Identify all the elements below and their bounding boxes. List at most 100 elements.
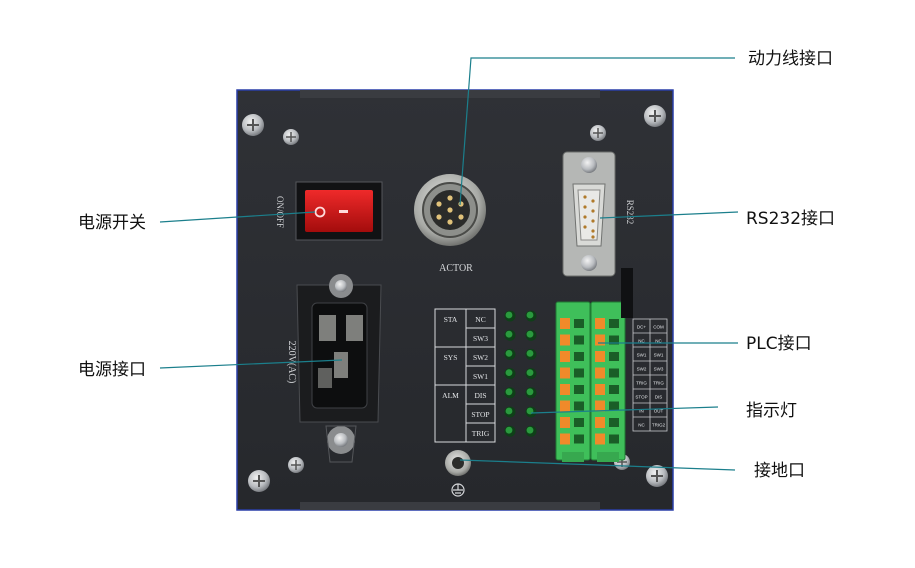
terminal-label: DIS xyxy=(655,395,663,400)
terminal-wire-hole xyxy=(574,352,584,361)
terminal-block-foot xyxy=(562,452,584,462)
indicator-led-glow xyxy=(526,388,534,396)
terminal-release-tab[interactable] xyxy=(560,318,570,329)
terminal-release-tab[interactable] xyxy=(595,384,605,395)
terminal-wire-hole xyxy=(574,368,584,378)
terminal-label: TRIG xyxy=(636,381,647,386)
callout-actuator-port: 动力线接口 xyxy=(748,49,833,69)
indicator-led-glow xyxy=(505,369,513,376)
terminal-release-tab[interactable] xyxy=(560,433,570,445)
indicator-label: STOP xyxy=(471,410,489,419)
indicator-label: NC xyxy=(475,315,485,324)
terminal-release-tab[interactable] xyxy=(595,367,605,379)
screw-icon xyxy=(590,125,606,141)
rs232-label: RS232 xyxy=(625,200,635,225)
terminal-release-tab[interactable] xyxy=(595,351,605,362)
terminal-release-tab[interactable] xyxy=(595,433,605,445)
indicator-label: STA xyxy=(444,315,458,324)
ground-stud[interactable] xyxy=(445,450,471,476)
indicator-led-glow xyxy=(505,350,513,357)
terminal-wire-hole xyxy=(609,401,619,411)
terminal-release-tab[interactable] xyxy=(595,417,605,428)
terminal-release-tab[interactable] xyxy=(595,334,605,346)
terminal-label: NC xyxy=(655,339,662,344)
table-frame xyxy=(434,308,496,443)
terminal-wire-hole xyxy=(609,368,619,378)
indicator-label: DIS xyxy=(474,391,486,400)
indicator-led-glow xyxy=(526,330,534,338)
indicator-label: SW1 xyxy=(473,372,488,381)
terminal-release-tab[interactable] xyxy=(560,367,570,379)
indicator-led-glow xyxy=(526,311,534,319)
ground-symbol-icon xyxy=(451,483,465,497)
connector-label: ACTOR xyxy=(439,263,473,274)
on-symbol-icon xyxy=(339,210,348,213)
screw-icon xyxy=(644,105,666,127)
terminal-label: DC+ xyxy=(637,325,646,330)
plc-terminal-block[interactable] xyxy=(555,301,626,462)
terminal-release-tab[interactable] xyxy=(560,384,570,395)
terminal-wire-hole xyxy=(574,335,584,345)
indicator-led-glow xyxy=(526,350,534,357)
terminal-release-tab[interactable] xyxy=(595,318,605,329)
terminal-release-tab[interactable] xyxy=(560,417,570,428)
terminal-label: NC xyxy=(638,423,645,428)
terminal-label: SW2 xyxy=(637,367,647,372)
terminal-wire-hole xyxy=(574,418,584,427)
screw-icon xyxy=(283,129,299,145)
indicator-led-grid xyxy=(504,310,537,437)
terminal-release-tab[interactable] xyxy=(595,400,605,412)
terminal-wire-hole xyxy=(574,401,584,411)
indicator-label: TRIG xyxy=(472,429,490,438)
terminal-release-tab[interactable] xyxy=(560,351,570,362)
callout-plc-port: PLC接口 xyxy=(746,334,812,354)
terminal-wire-hole xyxy=(609,352,619,361)
indicator-led-glow xyxy=(505,388,513,396)
indicator-led-glow xyxy=(526,426,534,434)
terminal-release-tab[interactable] xyxy=(560,400,570,412)
terminal-wire-hole xyxy=(609,385,619,394)
terminal-label: SW1 xyxy=(654,353,664,358)
panel-top-edge xyxy=(300,90,600,98)
callout-indicators: 指示灯 xyxy=(746,401,797,421)
indicator-label: SW2 xyxy=(473,353,488,362)
off-symbol-icon xyxy=(314,206,326,218)
terminal-label: COM xyxy=(653,325,664,330)
switch-label: ON/OFF xyxy=(275,196,285,228)
indicator-label: SW3 xyxy=(473,334,488,343)
terminal-lever xyxy=(621,268,633,318)
actuator-connector[interactable] xyxy=(414,174,486,246)
callout-rs232-port: RS232接口 xyxy=(746,209,836,229)
callout-power-inlet: 电源接口 xyxy=(78,360,146,380)
indicator-label: ALM xyxy=(442,391,459,400)
terminal-label: OUT xyxy=(654,409,664,414)
indicator-led-glow xyxy=(505,311,513,319)
terminal-wire-hole xyxy=(609,335,619,345)
terminal-wire-hole xyxy=(609,418,619,427)
screw-icon xyxy=(248,470,270,492)
screw-icon xyxy=(646,465,668,487)
terminal-release-tab[interactable] xyxy=(560,334,570,346)
terminal-wire-hole xyxy=(574,434,584,444)
power-inlet[interactable] xyxy=(296,274,382,463)
terminal-label: IN xyxy=(639,409,644,414)
terminal-block-foot xyxy=(597,452,619,462)
terminal-label: TRIG xyxy=(653,381,664,386)
callout-ground-port: 接地口 xyxy=(754,461,805,481)
screw-icon xyxy=(288,457,304,473)
indicator-led-glow xyxy=(505,330,513,338)
screw-icon xyxy=(242,114,264,136)
terminal-label: SW3 xyxy=(654,367,664,372)
terminal-label: STOP xyxy=(635,395,647,400)
callout-lines xyxy=(159,57,739,471)
terminal-label: SW1 xyxy=(637,353,647,358)
terminal-wire-hole xyxy=(574,385,584,394)
terminal-wire-hole xyxy=(609,434,619,444)
terminal-wire-hole xyxy=(609,319,619,328)
indicator-led-glow xyxy=(505,407,513,415)
power-switch[interactable] xyxy=(295,181,383,241)
rs232-connector[interactable] xyxy=(562,151,616,277)
indicator-label: SYS xyxy=(444,353,458,362)
indicator-led-glow xyxy=(505,426,513,434)
